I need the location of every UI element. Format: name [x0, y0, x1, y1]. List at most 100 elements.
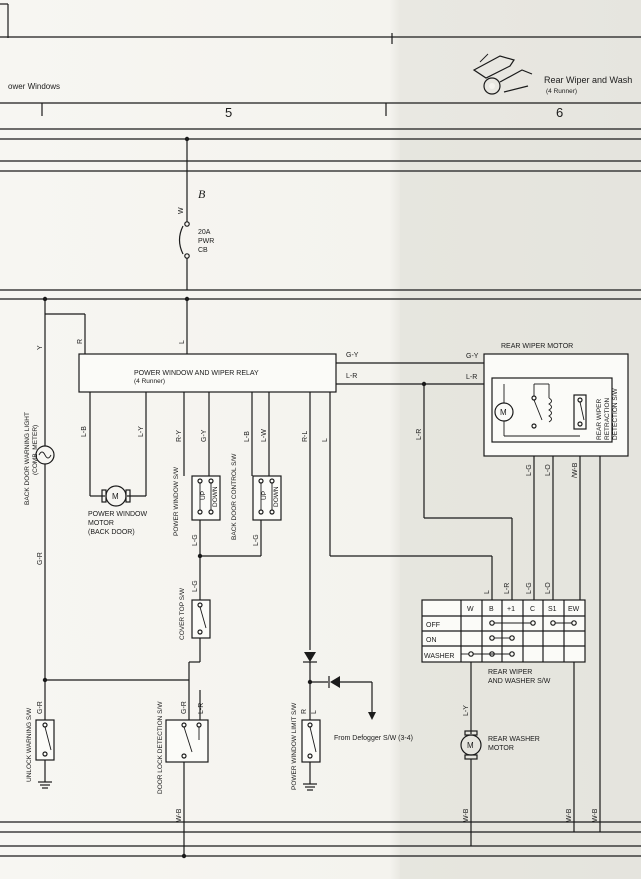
power-window-motor-back-door: L-B L-Y M POWER WINDOW MOTOR (BACK DOOR) — [81, 392, 147, 536]
svg-text:G-R: G-R — [181, 701, 188, 714]
svg-text:L-R: L-R — [416, 429, 423, 440]
relay-sub: (4 Runner) — [134, 378, 165, 385]
power-window-wiper-relay: L R POWER WINDOW AND WIPER RELAY (4 Runn… — [45, 299, 359, 393]
svg-text:AND WASHER S/W: AND WASHER S/W — [488, 678, 551, 685]
power-window-limit-switch: R-L From Defogger S/W (3-4) R L POWER WI… — [291, 392, 413, 791]
back-door-warning-light: Y BACK DOOR WARNING LIGHT (COMB. METER) … — [24, 299, 189, 683]
svg-text:G-Y: G-Y — [201, 429, 208, 442]
svg-text:MOTOR: MOTOR — [488, 745, 514, 752]
rear-wiper-motor: REAR WIPER MOTOR G-Y L-R M REAR WIPER RE… — [336, 343, 629, 457]
svg-text:M: M — [467, 741, 474, 750]
relay-to-washer-switch-wire: L L — [322, 392, 493, 600]
svg-text:L-R: L-R — [504, 583, 511, 594]
section-title-right-sub: (4 Runner) — [546, 88, 577, 95]
svg-text:REAR WIPER: REAR WIPER — [488, 669, 532, 676]
header-frame: ower Windows Rear Wiper and Wash (4 Runn… — [0, 3, 641, 120]
power-window-switch: R-Y G-Y UP DOWN POWER WINDOW S/W L-G — [173, 392, 221, 556]
svg-text:PWR: PWR — [198, 238, 214, 245]
svg-text:L-G: L-G — [192, 534, 199, 546]
svg-text:ON: ON — [426, 637, 437, 644]
svg-text:20A: 20A — [198, 229, 211, 236]
circuit-breaker-20a: B W 20A PWR CB — [178, 139, 214, 290]
svg-text:G-R: G-R — [37, 701, 44, 714]
svg-text:G-R: G-R — [37, 552, 44, 565]
svg-text:S1: S1 — [548, 606, 557, 613]
svg-text:DOOR LOCK DETECTION S/W: DOOR LOCK DETECTION S/W — [157, 701, 164, 794]
svg-text:W: W — [467, 606, 474, 613]
svg-text:G-Y: G-Y — [466, 353, 479, 360]
bottom-bus-lines — [0, 821, 641, 859]
svg-text:REAR WIPER: REAR WIPER — [596, 399, 603, 440]
svg-text:L-Y: L-Y — [463, 705, 470, 716]
svg-text:DOWN: DOWN — [212, 486, 219, 507]
svg-text:W-B: W-B — [463, 808, 470, 822]
svg-text:C: C — [530, 606, 535, 613]
svg-text:M: M — [112, 492, 119, 501]
svg-text:OFF: OFF — [426, 622, 440, 629]
svg-text:W: W — [178, 207, 185, 214]
svg-text:L-R: L-R — [198, 703, 205, 714]
svg-text:R-Y: R-Y — [176, 430, 183, 442]
svg-text:L-B: L-B — [81, 426, 88, 437]
rear-wiper-washer-switch: W B +1 C S1 EW OFF ON WASHER REAR WIPER … — [421, 599, 586, 685]
svg-text:DOWN: DOWN — [273, 486, 280, 507]
svg-text:RETRACTION: RETRACTION — [604, 397, 611, 440]
svg-text:L: L — [484, 590, 491, 594]
section-title-right: Rear Wiper and Wash — [544, 75, 632, 85]
svg-text:WASHER: WASHER — [424, 653, 454, 660]
svg-text:L: L — [311, 710, 318, 714]
svg-text:L: L — [322, 438, 329, 442]
svg-text:L-R: L-R — [466, 374, 477, 381]
svg-text:L-G: L-G — [253, 534, 260, 546]
svg-text:MOTOR: MOTOR — [88, 520, 114, 527]
svg-text:REAR WASHER: REAR WASHER — [488, 736, 540, 743]
column-number-5: 5 — [225, 105, 232, 120]
cover-top-switch: L-G COVER TOP S/W — [179, 556, 211, 663]
rear-wiper-pictogram — [472, 53, 533, 95]
svg-text:Y: Y — [37, 345, 44, 350]
svg-text:UP: UP — [200, 491, 207, 500]
svg-text:R: R — [77, 339, 84, 344]
svg-text:L-R: L-R — [346, 373, 357, 380]
section-title-left: ower Windows — [8, 82, 60, 91]
svg-text:L-B: L-B — [244, 431, 251, 442]
svg-text:(BACK DOOR): (BACK DOOR) — [88, 529, 135, 536]
svg-text:L-O: L-O — [545, 582, 552, 594]
svg-text:POWER WINDOW: POWER WINDOW — [88, 511, 147, 518]
svg-text:L-W: L-W — [261, 429, 268, 442]
svg-text:R-L: R-L — [302, 431, 309, 442]
svg-text:UNLOCK WARNING S/W: UNLOCK WARNING S/W — [26, 707, 33, 782]
top-bus-lines — [0, 128, 641, 302]
point-b-label: B — [198, 187, 206, 201]
svg-text:L-O: L-O — [545, 464, 552, 476]
svg-text:BACK DOOR CONTROL S/W: BACK DOOR CONTROL S/W — [231, 453, 238, 540]
door-lock-detection-switch: G-R L-R DOOR LOCK DETECTION S/W W-B — [157, 662, 209, 856]
svg-text:+1: +1 — [507, 606, 515, 613]
svg-text:UP: UP — [261, 491, 268, 500]
svg-text:POWER WINDOW S/W: POWER WINDOW S/W — [173, 466, 180, 536]
back-door-control-switch: L-B L-W UP DOWN BACK DOOR CONTROL S/W L-… — [197, 392, 282, 559]
svg-text:L-G: L-G — [526, 582, 533, 594]
svg-text:COVER TOP S/W: COVER TOP S/W — [179, 587, 186, 640]
svg-text:R: R — [301, 709, 308, 714]
svg-text:W-B: W-B — [176, 808, 183, 822]
svg-text:W-B: W-B — [592, 808, 599, 822]
unlock-warning-switch: G-R UNLOCK WARNING S/W — [26, 680, 55, 789]
svg-text:L-G: L-G — [192, 580, 199, 592]
svg-text:B: B — [489, 606, 494, 613]
washer-switch-ground-wires: W-B W-B — [566, 456, 601, 832]
svg-text:(COMB. METER): (COMB. METER) — [32, 425, 39, 475]
svg-text:W-B: W-B — [566, 808, 573, 822]
svg-text:L-G: L-G — [526, 464, 533, 476]
svg-text:L-Y: L-Y — [138, 426, 145, 437]
wiper-motor-to-switch-wires: L-R L-R L-G L-G L-O L-O /W-B — [416, 384, 581, 600]
svg-text:/W-B: /W-B — [572, 462, 579, 478]
svg-text:G-Y: G-Y — [346, 352, 359, 359]
svg-text:L: L — [179, 340, 186, 344]
svg-text:DETECTION S/W: DETECTION S/W — [612, 387, 619, 440]
svg-text:BACK DOOR WARNING LIGHT: BACK DOOR WARNING LIGHT — [24, 412, 31, 505]
svg-text:EW: EW — [568, 606, 580, 613]
rear-wiper-motor-label: REAR WIPER MOTOR — [501, 343, 573, 350]
